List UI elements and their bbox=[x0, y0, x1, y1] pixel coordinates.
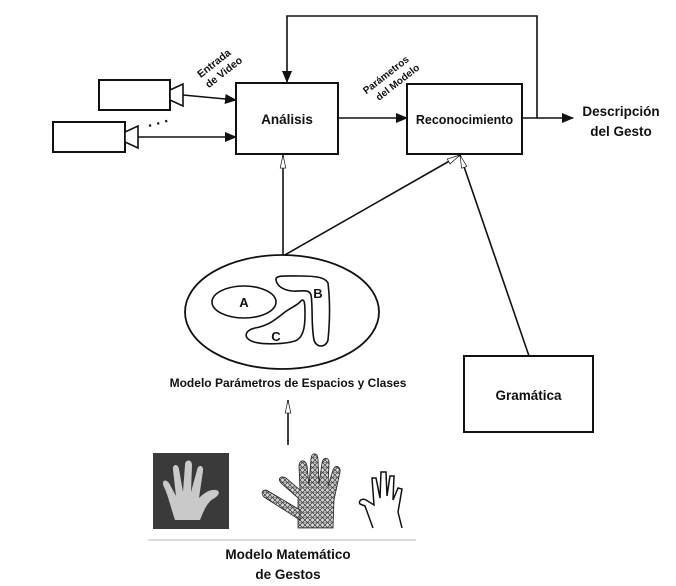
svg-text:Modelo Matemático: Modelo Matemático bbox=[225, 547, 350, 562]
svg-text:Descripción: Descripción bbox=[582, 104, 659, 119]
svg-text:del Gesto: del Gesto bbox=[590, 124, 652, 139]
analisis-node: Análisis bbox=[235, 82, 339, 155]
salida-label: Descripción del Gesto bbox=[582, 104, 659, 139]
svg-text:Análisis: Análisis bbox=[261, 112, 313, 127]
svg-text:B: B bbox=[313, 286, 322, 301]
svg-text:Gramática: Gramática bbox=[495, 388, 562, 403]
svg-text:de Gestos: de Gestos bbox=[255, 567, 320, 582]
espacios-label: Modelo Parámetros de Espacios y Clases bbox=[170, 376, 407, 390]
modelo-matematico-label: Modelo Matemático de Gestos bbox=[225, 547, 350, 582]
reconocimiento-node: Reconocimiento bbox=[406, 83, 523, 155]
edge-camera-1-analisis bbox=[182, 93, 237, 104]
class-a-region bbox=[211, 285, 277, 319]
hand-3d-mesh-icon bbox=[261, 453, 341, 529]
espacios-node: A B C bbox=[184, 254, 380, 370]
svg-text:Reconocimiento: Reconocimiento bbox=[416, 113, 514, 127]
edge-gramatica-reconocimiento bbox=[459, 154, 530, 357]
class-c-region bbox=[245, 299, 306, 345]
hand-photo-icon bbox=[153, 453, 229, 529]
edge-espacios-reconocimiento bbox=[282, 154, 461, 257]
class-b-region bbox=[275, 275, 331, 347]
svg-text:A: A bbox=[239, 295, 249, 310]
gesture-images-panel bbox=[148, 453, 416, 541]
feedback-edge bbox=[282, 15, 538, 119]
hand-silhouette-icon bbox=[358, 471, 403, 529]
camera-2-icon bbox=[52, 121, 139, 153]
svg-text:C: C bbox=[271, 329, 281, 344]
gramatica-node: Gramática bbox=[463, 355, 594, 433]
camera-ellipsis: . . . bbox=[145, 109, 170, 131]
camera-1-icon bbox=[98, 79, 184, 111]
